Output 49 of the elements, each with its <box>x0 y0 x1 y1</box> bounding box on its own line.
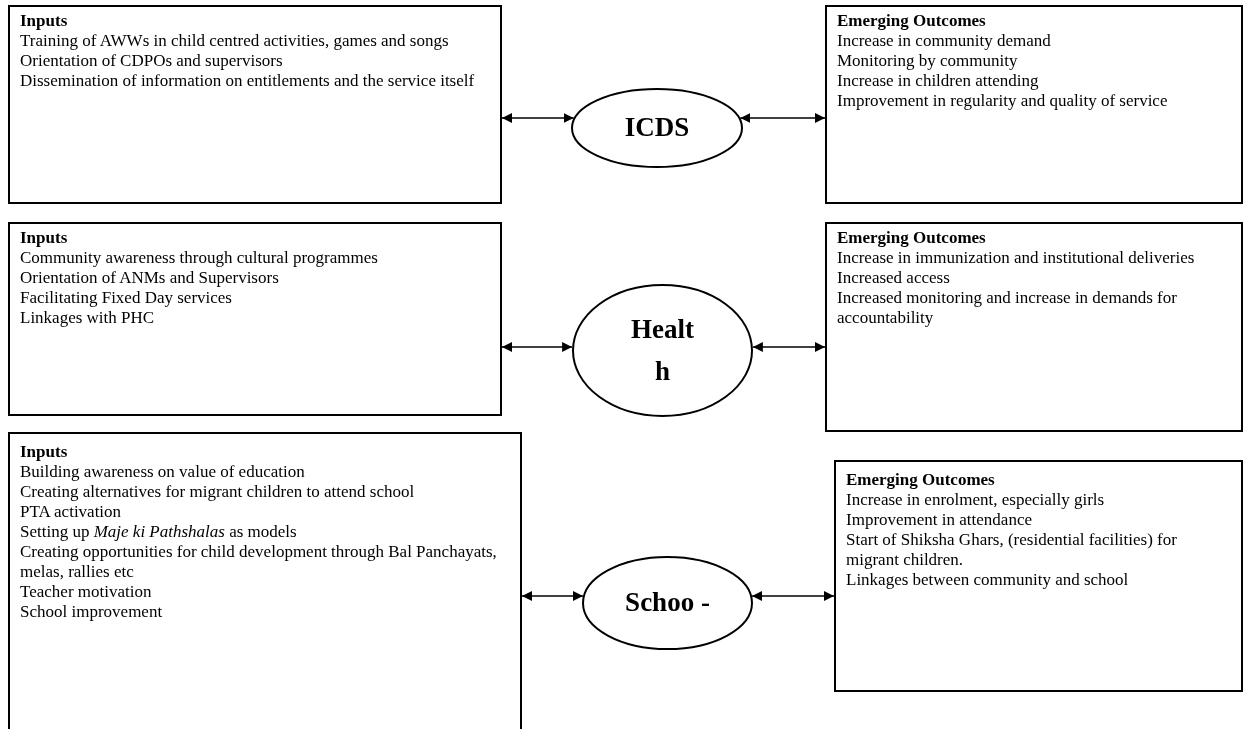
oval-label: Healt h <box>630 312 695 388</box>
list-item: Linkages with PHC <box>20 308 156 328</box>
text-box <box>8 432 522 729</box>
list-item: Creating alternatives for migrant children to attend school <box>20 482 416 502</box>
list-item: Improvement in regularity and quality of service <box>837 91 1169 111</box>
text-box <box>825 5 1243 204</box>
text-box <box>8 5 502 204</box>
list-item: Training of AWWs in child centred activities, games and songs <box>20 31 450 51</box>
ellipse <box>572 284 753 417</box>
list-item: Community awareness through cultural programmes <box>20 248 379 268</box>
list-item: Monitoring by community <box>837 51 1019 71</box>
ellipse <box>582 556 753 650</box>
list-item: Building awareness on value of education <box>20 462 306 482</box>
box-heading: Emerging Outcomes <box>837 11 987 31</box>
list-item: Dissemination of information on entitlements and the service itself <box>20 71 476 91</box>
box-heading: Emerging Outcomes <box>837 228 987 248</box>
ellipse <box>571 88 743 168</box>
box-heading: Inputs <box>20 442 69 462</box>
text-box <box>825 222 1243 432</box>
list-item: PTA activation <box>20 502 123 522</box>
list-item: Increased monitoring and increase in demands for accountability <box>837 288 1178 328</box>
double-arrow <box>501 113 575 123</box>
double-arrow <box>752 342 826 352</box>
list-item: Start of Shiksha Ghars, (residential facilities) for migrant children. <box>846 530 1178 570</box>
box-heading: Inputs <box>20 11 69 31</box>
list-item: School improvement <box>20 602 164 622</box>
list-item: Increase in children attending <box>837 71 1040 91</box>
double-arrow <box>751 591 835 601</box>
list-item: Orientation of ANMs and Supervisors <box>20 268 280 288</box>
list-item: Increase in immunization and institutional deliveries <box>837 248 1196 268</box>
list-item: Increased access <box>837 268 951 288</box>
list-item: Creating opportunities for child development through Bal Panchayats, melas, rallies etc <box>20 542 498 582</box>
double-arrow <box>501 342 573 352</box>
list-item: Linkages between community and school <box>846 570 1130 590</box>
oval-label: ICDS <box>623 111 691 145</box>
oval-label: Schoo - <box>624 586 711 620</box>
list-item: Setting up Maje ki Pathshalas as models <box>20 522 298 542</box>
list-item: Increase in enrolment, especially girls <box>846 490 1106 510</box>
list-item: Facilitating Fixed Day services <box>20 288 233 308</box>
text-box <box>8 222 502 416</box>
list-item: Increase in community demand <box>837 31 1052 51</box>
box-heading: Inputs <box>20 228 69 248</box>
text-box <box>834 460 1243 692</box>
box-heading: Emerging Outcomes <box>846 470 996 490</box>
list-item: Improvement in attendance <box>846 510 1033 530</box>
list-item: Orientation of CDPOs and supervisors <box>20 51 284 71</box>
double-arrow <box>739 113 826 123</box>
list-item: Teacher motivation <box>20 582 153 602</box>
double-arrow <box>521 591 584 601</box>
